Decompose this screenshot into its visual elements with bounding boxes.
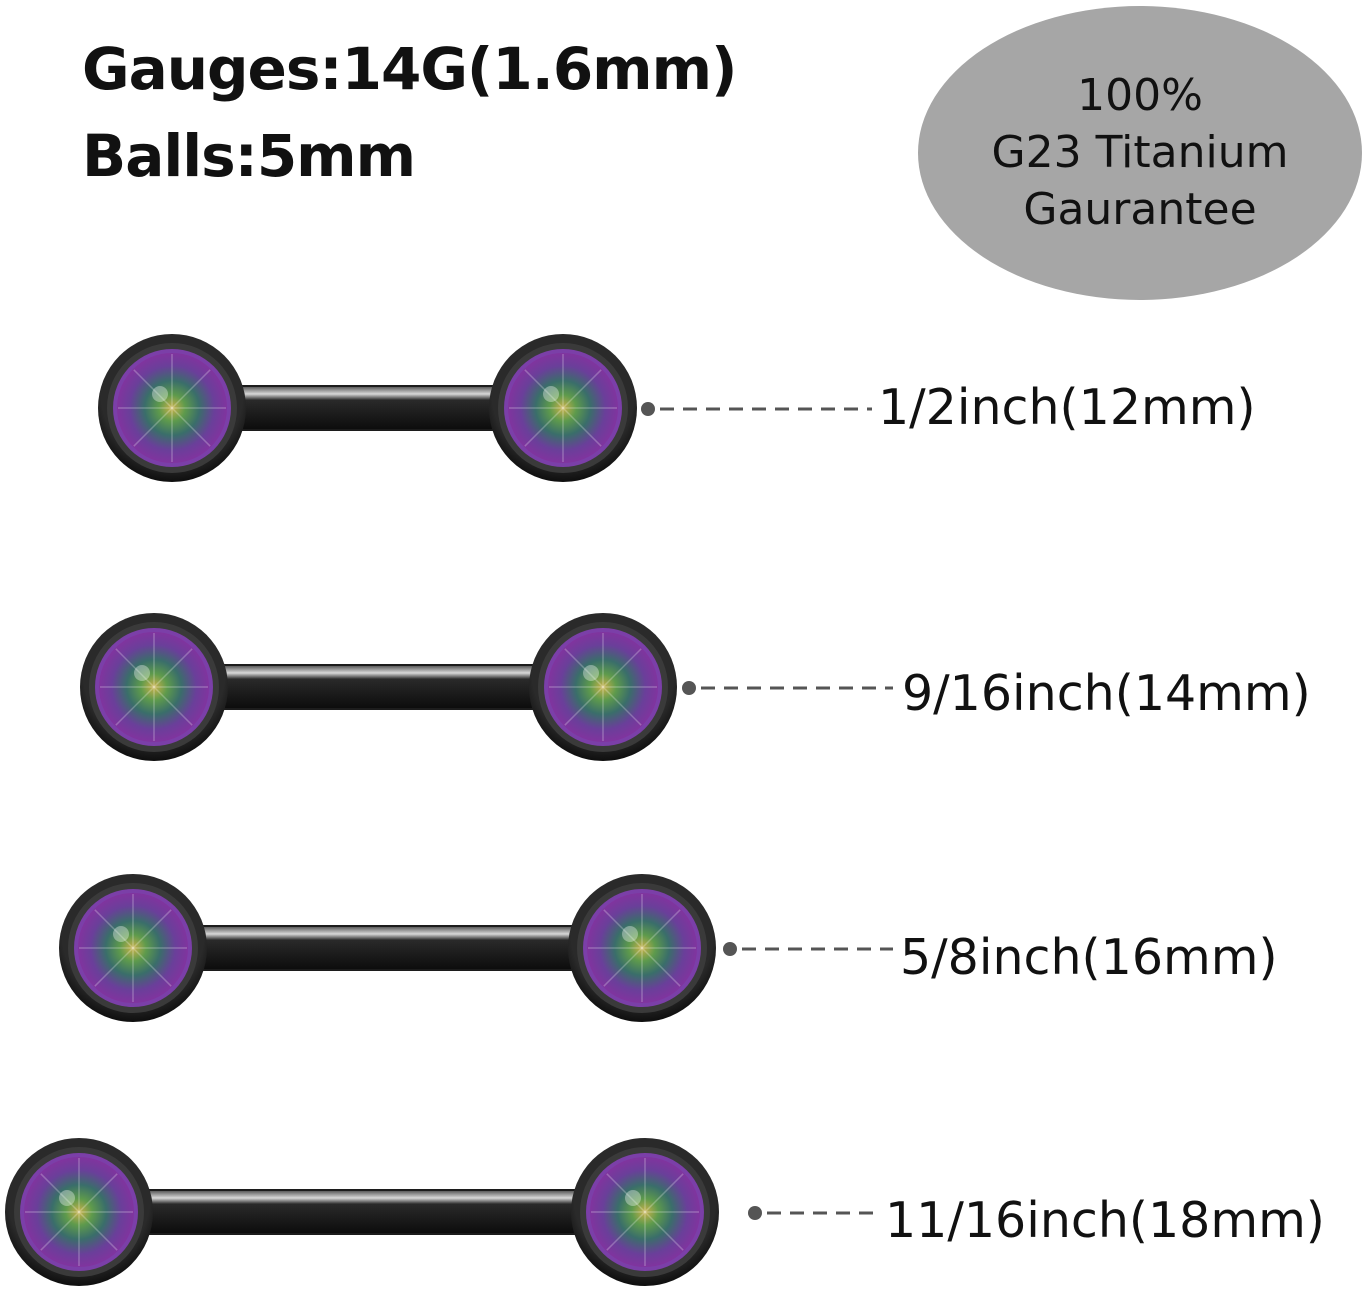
badge-line-percent: 100% — [1077, 70, 1203, 121]
barbell-4 — [5, 1138, 880, 1286]
size-label-14mm: 9/16inch(14mm) — [902, 665, 1311, 722]
leader-dot — [641, 402, 655, 416]
badge-line-material: G23 Titanium — [991, 127, 1289, 178]
badge-line-guarantee: Gaurantee — [1023, 184, 1257, 235]
barbell-bar — [198, 925, 577, 971]
gem-facet — [606, 1211, 646, 1251]
ball-right — [489, 334, 637, 482]
gem-facet — [78, 1211, 118, 1251]
leader-dot — [723, 942, 737, 956]
gem-facet — [171, 407, 211, 447]
gem-facet — [133, 407, 173, 447]
size-label-12mm: 1/2inch(12mm) — [878, 379, 1256, 436]
gem-facet — [644, 1211, 684, 1251]
gem-stone — [99, 632, 209, 742]
ball-right — [568, 874, 716, 1022]
gem-highlight — [134, 665, 150, 681]
ball-left — [59, 874, 207, 1022]
gem-facet — [603, 909, 643, 949]
barbell-bar — [144, 1189, 580, 1235]
gem-stone — [548, 632, 658, 742]
gem-stone — [508, 353, 618, 463]
leader-dot — [748, 1206, 762, 1220]
gem-highlight — [622, 926, 638, 942]
gem-facet — [171, 369, 211, 409]
gem-facet — [564, 648, 604, 688]
gem-facet — [115, 686, 155, 726]
gem-facet — [562, 369, 602, 409]
gem-facet — [524, 369, 564, 409]
gem-highlight — [583, 665, 599, 681]
gem-facet — [94, 947, 134, 987]
ball-left — [80, 613, 228, 761]
gem-facet — [562, 407, 602, 447]
balls-text: Balls:5mm — [82, 122, 416, 190]
gem-highlight — [113, 926, 129, 942]
gem-highlight — [625, 1190, 641, 1206]
gem-highlight — [152, 386, 168, 402]
gem-facet — [78, 1173, 118, 1213]
ball-right — [571, 1138, 719, 1286]
gem-facet — [153, 686, 193, 726]
barbell-bar — [219, 664, 538, 710]
gem-stone — [587, 893, 697, 1003]
size-label-16mm: 5/8inch(16mm) — [900, 929, 1278, 986]
gem-facet — [641, 947, 681, 987]
gem-facet — [603, 947, 643, 987]
titanium-badge — [918, 6, 1362, 300]
gem-facet — [94, 909, 134, 949]
ball-left — [98, 334, 246, 482]
gem-facet — [602, 686, 642, 726]
gem-facet — [132, 909, 172, 949]
gem-facet — [40, 1211, 80, 1251]
ball-right — [529, 613, 677, 761]
gem-highlight — [543, 386, 559, 402]
barbell-3 — [59, 874, 893, 1022]
barbell-2 — [80, 613, 893, 761]
size-label-18mm: 11/16inch(18mm) — [885, 1192, 1325, 1249]
leader-dot — [682, 681, 696, 695]
gem-facet — [641, 909, 681, 949]
gem-facet — [564, 686, 604, 726]
gem-facet — [115, 648, 155, 688]
barbell-1 — [98, 334, 872, 482]
ball-left — [5, 1138, 153, 1286]
gem-facet — [132, 947, 172, 987]
gem-facet — [133, 369, 173, 409]
barbell-bar — [237, 385, 498, 431]
gem-facet — [524, 407, 564, 447]
gem-stone — [590, 1157, 700, 1267]
gem-facet — [153, 648, 193, 688]
gem-stone — [78, 893, 188, 1003]
gem-facet — [644, 1173, 684, 1213]
gem-facet — [40, 1173, 80, 1213]
gem-stone — [24, 1157, 134, 1267]
gem-stone — [117, 353, 227, 463]
gem-highlight — [59, 1190, 75, 1206]
gem-facet — [602, 648, 642, 688]
gauges-text: Gauges:14G(1.6mm) — [82, 35, 738, 103]
gem-facet — [606, 1173, 646, 1213]
